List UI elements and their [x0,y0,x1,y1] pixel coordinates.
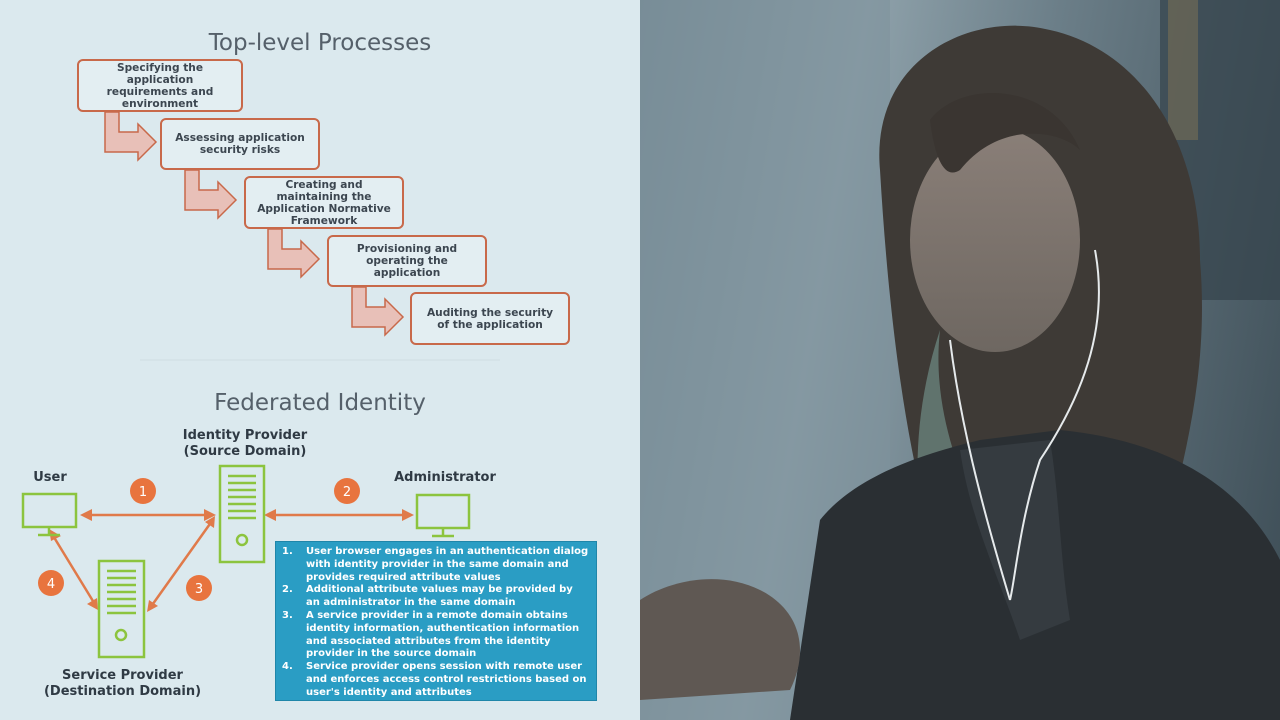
identity-provider-server-icon [218,464,266,564]
service-provider-domain: (Destination Domain) [43,684,202,699]
identity-provider-name: Identity Provider [182,428,308,443]
federated-steps-list: 1.User browser engages in an authenticat… [280,546,590,700]
badge-2-label: 2 [343,485,351,500]
presenter-photo [640,0,1280,720]
federated-step: 3.A service provider in a remote domain … [282,609,580,660]
federated-title: Federated Identity [214,390,426,416]
process-step-1: Specifying the application requirements … [77,59,243,112]
federated-step: 2.Additional attribute values may be pro… [282,584,573,609]
connector-user-sp [50,533,98,607]
badge-1-label: 1 [139,485,147,500]
service-provider-server-icon [97,559,146,659]
top-process-title: Top-level Processes [208,30,432,56]
badge-4 [38,570,64,596]
administrator-label: Administrator [394,470,496,485]
service-provider-name: Service Provider [62,668,183,683]
process-step-3: Creating and maintaining the Application… [244,176,404,229]
federated-step: 1.User browser engages in an authenticat… [282,546,589,583]
federated-step: 4.Service provider opens session with re… [282,661,587,698]
slide-panel: Top-level Processes [21,30,597,701]
process-arrow-3 [267,228,321,279]
process-arrow-4 [351,286,405,337]
process-step-4: Provisioning and operating the applicati… [327,235,487,287]
badge-3 [186,575,212,601]
federated-steps-box: 1.User browser engages in an authenticat… [275,541,597,701]
process-step-2: Assessing application security risks [160,118,320,170]
badge-1 [130,478,156,504]
badge-4-label: 4 [47,577,55,592]
user-label: User [33,470,67,485]
user-monitor-icon [21,492,78,537]
process-step-5: Auditing the security of the application [410,292,570,345]
identity-provider-domain: (Source Domain) [183,444,307,459]
connector-sp-idp [148,520,214,609]
admin-monitor-icon [415,493,471,538]
badge-3-label: 3 [195,582,203,597]
badge-group [38,478,360,601]
process-arrow-2 [184,169,238,220]
identity-provider-label: Identity Provider (Source Domain) [165,428,325,460]
service-provider-label: Service Provider (Destination Domain) [30,668,215,700]
process-arrow-1 [104,111,158,162]
process-arrows: 1 2 3 4 [21,111,500,659]
badge-2 [334,478,360,504]
photo-illustration [640,0,1280,720]
